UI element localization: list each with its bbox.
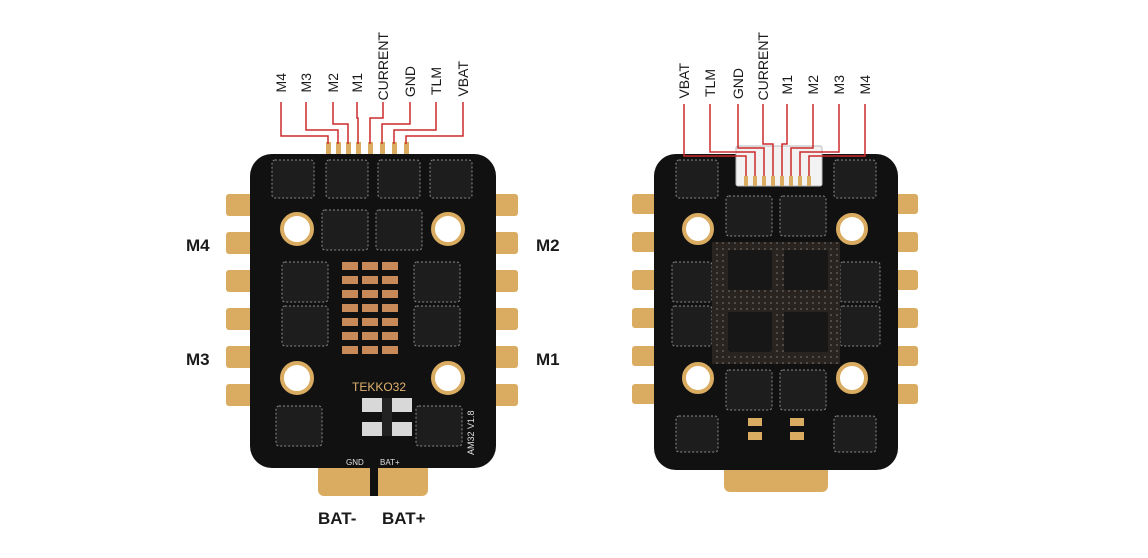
left-board-version-silk: AM32 V1.8 (466, 410, 476, 455)
left-board-model-silk: TEKKO32 (352, 380, 406, 394)
right-label-vbat: VBAT (676, 63, 692, 99)
right-label-m4: M4 (857, 75, 873, 95)
right-label-gnd: GND (730, 68, 746, 100)
left-board-bat-silk: BAT+ (380, 458, 400, 467)
left-side-label-m3: M3 (186, 350, 210, 369)
left-label-m4: M4 (273, 73, 289, 93)
left-label-vbat: VBAT (455, 61, 471, 97)
left-board-gnd-silk: GND (346, 458, 364, 467)
right-label-tlm: TLM (702, 69, 718, 97)
left-side-label-m4: M4 (186, 236, 210, 255)
left-label-m3: M3 (298, 73, 314, 93)
left-side-label-m1: M1 (536, 350, 560, 369)
left-label-m2: M2 (325, 73, 341, 93)
right-label-current: CURRENT (755, 32, 771, 101)
left-board-mosfets (271, 159, 473, 447)
left-label-gnd: GND (402, 66, 418, 98)
left-board-capacitor-array (342, 262, 398, 354)
left-label-current: CURRENT (375, 32, 391, 101)
left-label-m1: M1 (349, 73, 365, 93)
right-esc-board (632, 104, 918, 492)
right-label-m1: M1 (779, 75, 795, 95)
left-board-leader-lines (280, 102, 464, 144)
bat-plus-label: BAT+ (382, 509, 426, 528)
left-esc-board: TEKKO32 GND BAT+ AM32 V1.8 (226, 102, 518, 496)
right-label-m3: M3 (831, 75, 847, 95)
left-label-tlm: TLM (428, 67, 444, 95)
right-label-m2: M2 (805, 75, 821, 95)
left-side-label-m2: M2 (536, 236, 560, 255)
left-board-signal-pads (326, 142, 409, 154)
right-board-mosfets (671, 159, 881, 453)
right-board-leader-lines (683, 104, 866, 176)
bat-minus-label: BAT- (318, 509, 357, 528)
